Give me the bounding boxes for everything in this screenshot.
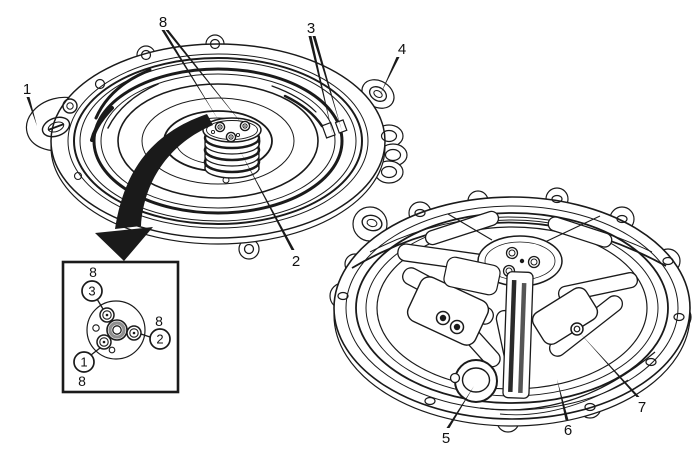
hub-screws [210, 120, 251, 143]
flange-holes [41, 38, 402, 255]
center-channel [502, 271, 534, 399]
callout-2: 2 [292, 253, 300, 270]
snap-ring-lugs [321, 119, 348, 139]
zoom-arrow-shaft [115, 114, 213, 229]
callout-6: 6 [564, 422, 572, 439]
inset-callout-2: 2 [156, 332, 163, 347]
leader-line-5 [446, 386, 474, 428]
inset-callout-8-bottom: 8 [78, 373, 86, 389]
bowl-rings [67, 53, 369, 229]
leader-line-6 [557, 379, 569, 420]
leader-line-7 [579, 332, 640, 397]
inset-callout-circle-1 [73, 351, 95, 373]
inset-hub-face-drawing [86, 300, 146, 360]
inset-callout-circle-2 [149, 328, 171, 350]
inset-callout-circles [73, 280, 171, 373]
callout-4: 4 [398, 41, 406, 58]
leader-line-8b [165, 30, 246, 129]
callout-5: 5 [442, 430, 450, 447]
inset-callout-8-top: 8 [89, 264, 97, 280]
inset-screw-3 [99, 307, 115, 323]
left-boss-cluster [406, 256, 501, 346]
inset-callout-1: 1 [80, 355, 87, 370]
upper-case-cover-drawing [25, 34, 408, 260]
zoom-arrow [95, 114, 213, 261]
lower-ear-holes [337, 194, 685, 412]
inset-border [61, 260, 180, 394]
inset-leader-lines [90, 298, 151, 356]
callout-labels: 1 8 3 4 2 5 6 7 [23, 14, 646, 447]
round-port-boss [449, 359, 498, 403]
inset-small-hole-bottom [108, 346, 116, 354]
inset-screw-1 [96, 334, 112, 350]
detail-inset: 3 2 1 8 8 8 [61, 260, 180, 394]
inset-callout-8-right: 8 [155, 313, 163, 329]
lower-case-cover-drawing [329, 187, 692, 433]
center-hub [202, 117, 262, 179]
callout-7: 7 [638, 399, 646, 416]
right-boss [531, 287, 599, 345]
leader-line-1 [26, 97, 37, 126]
inset-callout-3: 3 [88, 284, 95, 299]
leader-line-8a [161, 30, 219, 121]
inset-small-hole-left [92, 324, 100, 332]
leader-line-3b [312, 36, 342, 131]
callout-8: 8 [159, 14, 167, 31]
inset-callout-circle-3 [81, 280, 103, 302]
callout-1: 1 [23, 81, 31, 98]
leader-line-4 [380, 57, 400, 95]
zoom-arrow-head [95, 227, 153, 261]
leader-line-3a [308, 36, 333, 136]
leader-line-2 [239, 149, 295, 250]
inset-screw-2 [126, 325, 142, 341]
leader-lines [26, 30, 640, 428]
callout-3: 3 [307, 20, 315, 37]
hatch-strokes [90, 68, 324, 142]
